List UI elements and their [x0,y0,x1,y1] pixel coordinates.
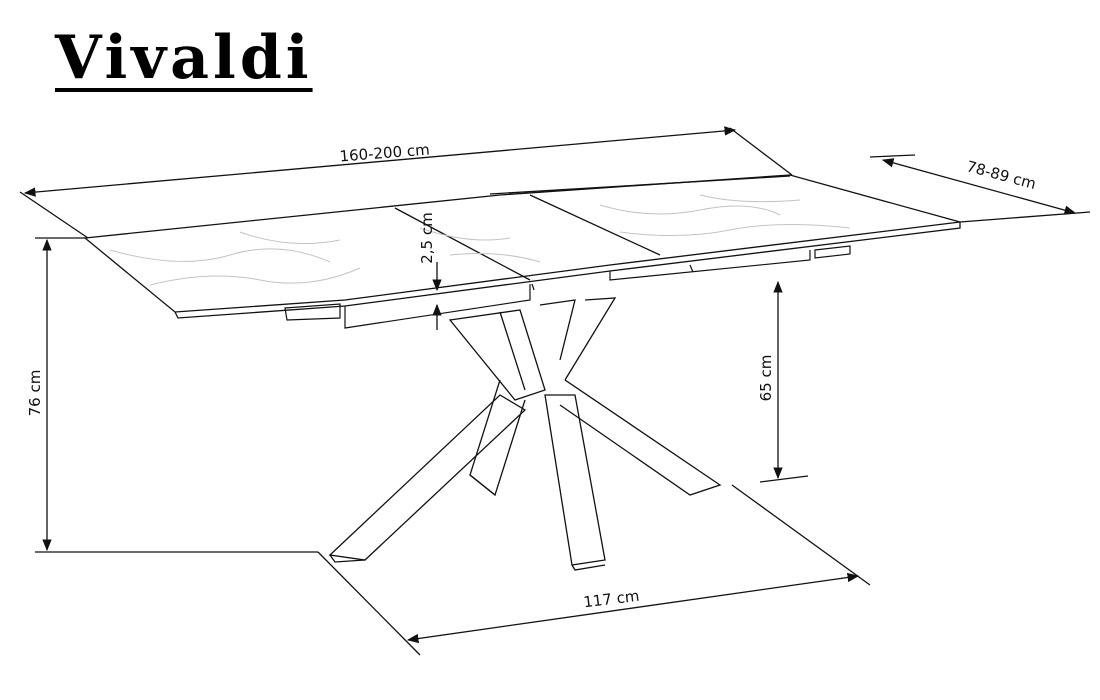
total-height-label: 76 cm [26,370,44,417]
marble-pattern [109,194,851,286]
length-label: 160-200 cm [339,141,430,166]
dimension-lines [19,126,1091,656]
table-base [328,297,722,571]
width-label: 78-89 cm [965,157,1038,193]
top-thickness-label: 2,5 cm [418,212,436,263]
product-title: Vivaldi [55,23,313,93]
apron-rails [284,245,851,329]
table-top [83,174,961,319]
under-height-label: 65 cm [757,355,775,402]
